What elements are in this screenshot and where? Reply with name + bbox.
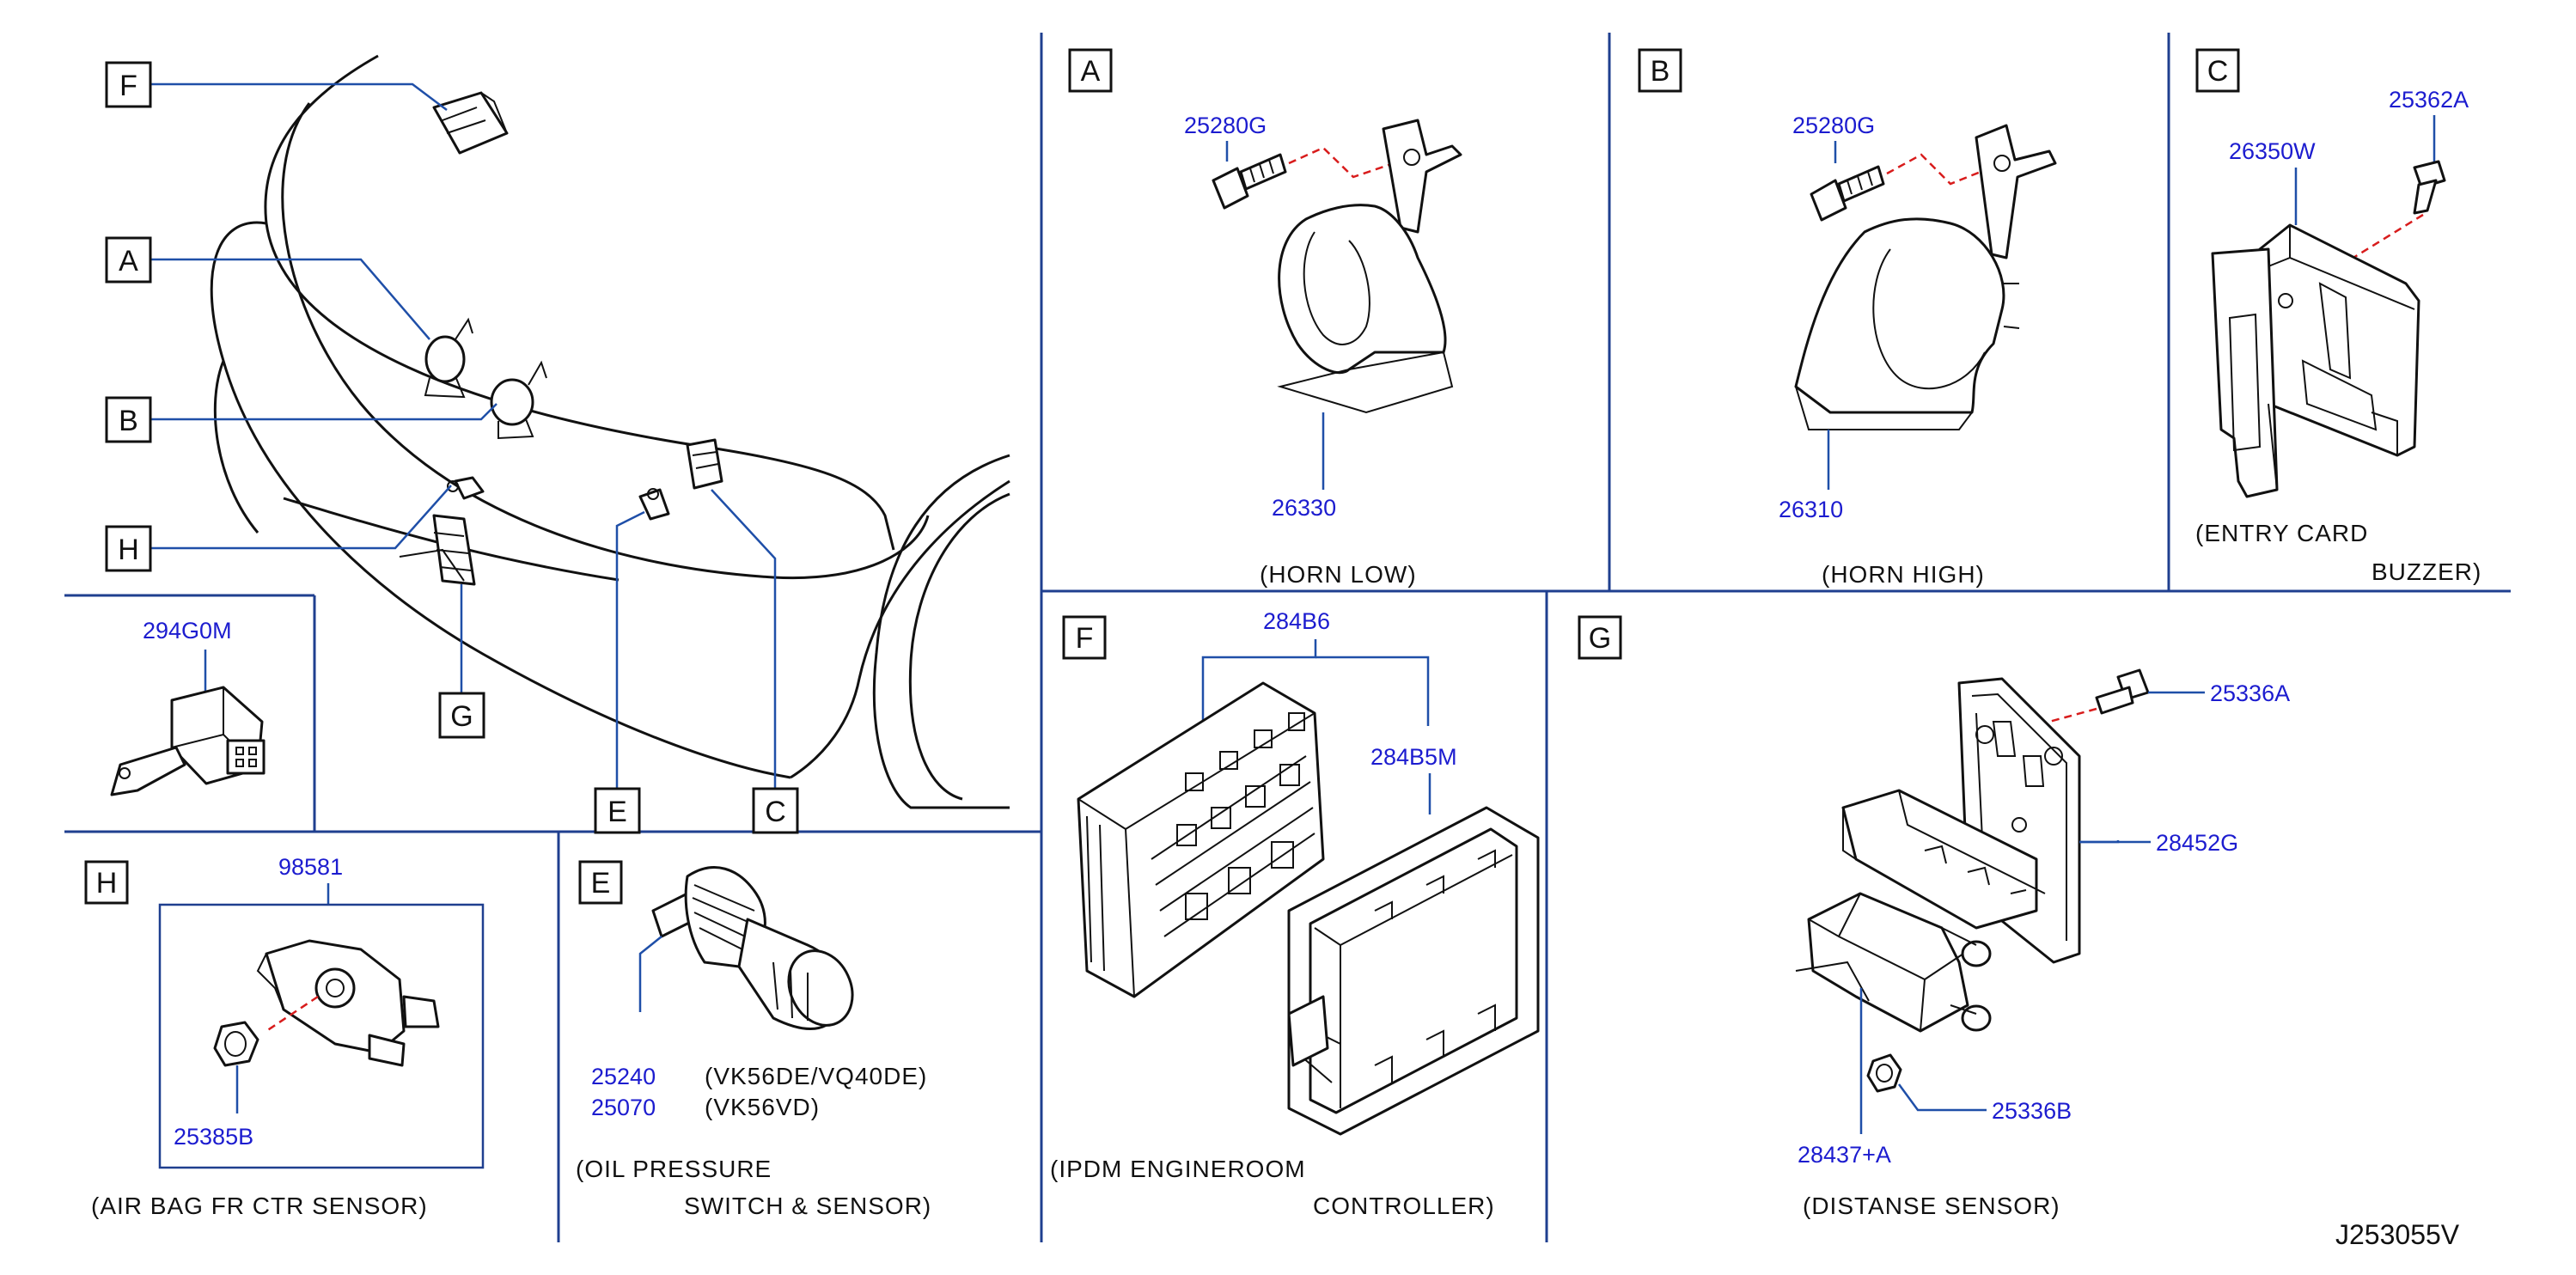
- oil-spec-1: (VK56DE/VQ40DE): [705, 1063, 927, 1089]
- distance-nut-number: 25336B: [1992, 1098, 2072, 1124]
- distance-sensor-panel: G 25336A 28452G: [1578, 615, 2290, 1219]
- callout-a: A: [105, 236, 152, 284]
- horn-high-caption: (HORN HIGH): [1822, 561, 1985, 588]
- buzzer-part-number: 26350W: [2229, 138, 2316, 164]
- buzzer-bolt-number: 25362A: [2389, 87, 2469, 113]
- ipdm-bracket: [1287, 806, 1540, 1136]
- horn-high-location-icon: [490, 360, 547, 440]
- buzzer-caption-line-1: (ENTRY CARD: [2195, 520, 2368, 546]
- oil-pressure-panel: E 25240 25070 (VK56DE/VQ40DE) (VK56VD) (…: [576, 860, 931, 1219]
- oil-caption-line-1: (OIL PRESSURE: [576, 1156, 772, 1182]
- ipdm-part-number: 284B6: [1263, 608, 1330, 634]
- horn-high-bolt: [1810, 165, 1885, 222]
- horn-low-bolt: [1212, 153, 1287, 210]
- oil-sensor-drawing: [651, 866, 854, 1030]
- svg-text:E: E: [607, 796, 627, 828]
- buzzer-bolt: [2413, 160, 2446, 215]
- airbag-caption: (AIR BAG FR CTR SENSOR): [91, 1193, 428, 1219]
- horn-high-body: [1794, 124, 2057, 430]
- horn-low-body: [1277, 119, 1462, 414]
- callout-c: C: [752, 787, 799, 834]
- airbag-nut-number: 25385B: [174, 1124, 253, 1150]
- connector-panel: 294G0M: [110, 618, 266, 796]
- ipdm-caption-line-2: CONTROLLER): [1313, 1193, 1495, 1219]
- ipdm-location-icon: [432, 91, 509, 155]
- horn-low-caption: (HORN LOW): [1260, 561, 1417, 588]
- distance-bolt: [2095, 668, 2150, 715]
- distance-caption: (DISTANSE SENSOR): [1803, 1193, 2060, 1219]
- buzzer-body: [2211, 223, 2420, 498]
- oil-sensor-location-icon: [638, 488, 670, 521]
- callout-h: H: [105, 525, 152, 572]
- ipdm-bracket-number: 284B5M: [1370, 744, 1457, 770]
- oil-part-number-1: 25240: [591, 1064, 656, 1089]
- svg-text:C: C: [765, 796, 786, 828]
- horn-high-panel: B 25280G 26310 (HORN HIGH): [1638, 48, 2057, 588]
- ipdm-caption-line-1: (IPDM ENGINEROOM: [1050, 1156, 1306, 1182]
- airbag-sensor-panel: H 98581 25385B (AIR BAG FR CTR SENSOR): [84, 854, 485, 1219]
- callout-e: E: [594, 787, 641, 834]
- svg-text:G: G: [1589, 622, 1611, 655]
- connector-drawing: [110, 686, 266, 796]
- horn-high-bolt-number: 25280G: [1792, 113, 1875, 138]
- oil-part-number-2: 25070: [591, 1095, 656, 1120]
- oil-spec-2: (VK56VD): [705, 1094, 820, 1120]
- callout-f: F: [105, 61, 152, 108]
- buzzer-location-icon: [686, 438, 723, 490]
- buzzer-caption-line-2: BUZZER): [2372, 558, 2481, 585]
- ipdm-panel: F 284B6 284B5M (IPDM ENGINEROOM CONTROLL…: [1050, 608, 1540, 1219]
- buzzer-panel: C 25362A 26350W (ENTRY CARD BUZZER): [2195, 48, 2481, 585]
- horn-low-location-icon: [424, 317, 473, 399]
- panel-frame: [64, 33, 2511, 1242]
- callout-g: G: [438, 692, 485, 739]
- airbag-sensor-location-icon: [447, 476, 485, 500]
- svg-text:F: F: [119, 70, 137, 102]
- svg-text:B: B: [119, 405, 138, 437]
- svg-text:G: G: [450, 700, 473, 733]
- vehicle-overview: [210, 54, 1010, 809]
- airbag-nut: [213, 1021, 259, 1067]
- ipdm-box: [1077, 681, 1325, 998]
- svg-text:E: E: [591, 867, 611, 900]
- distance-bolt-number: 25336A: [2210, 680, 2290, 706]
- svg-text:F: F: [1076, 622, 1094, 655]
- callout-b: B: [105, 396, 152, 443]
- svg-text:H: H: [96, 867, 118, 900]
- oil-caption-line-2: SWITCH & SENSOR): [684, 1193, 931, 1219]
- svg-text:H: H: [118, 534, 139, 566]
- connector-part-number: 294G0M: [143, 618, 232, 644]
- horn-low-part-number: 26330: [1272, 495, 1336, 521]
- distance-bracket: [1841, 677, 2081, 964]
- distance-sensor-number: 28437+A: [1798, 1142, 1891, 1168]
- distance-sensor: [1795, 892, 1992, 1033]
- svg-text:B: B: [1651, 55, 1670, 88]
- horn-low-bolt-number: 25280G: [1184, 113, 1267, 138]
- airbag-part-number: 98581: [278, 854, 343, 880]
- overview-leaders: [150, 82, 777, 789]
- distance-bracket-number: 28452G: [2156, 830, 2238, 856]
- horn-high-part-number: 26310: [1779, 497, 1843, 522]
- svg-text:C: C: [2207, 55, 2229, 88]
- airbag-sensor-drawing: [256, 939, 440, 1067]
- svg-text:A: A: [119, 245, 138, 278]
- horn-low-panel: A 25280G 26330 (HORN LOW): [1068, 48, 1462, 588]
- distance-nut: [1866, 1053, 1902, 1093]
- distance-sensor-location-icon: [399, 514, 476, 586]
- svg-text:A: A: [1081, 55, 1101, 88]
- diagram-code: J253055V: [2335, 1219, 2460, 1250]
